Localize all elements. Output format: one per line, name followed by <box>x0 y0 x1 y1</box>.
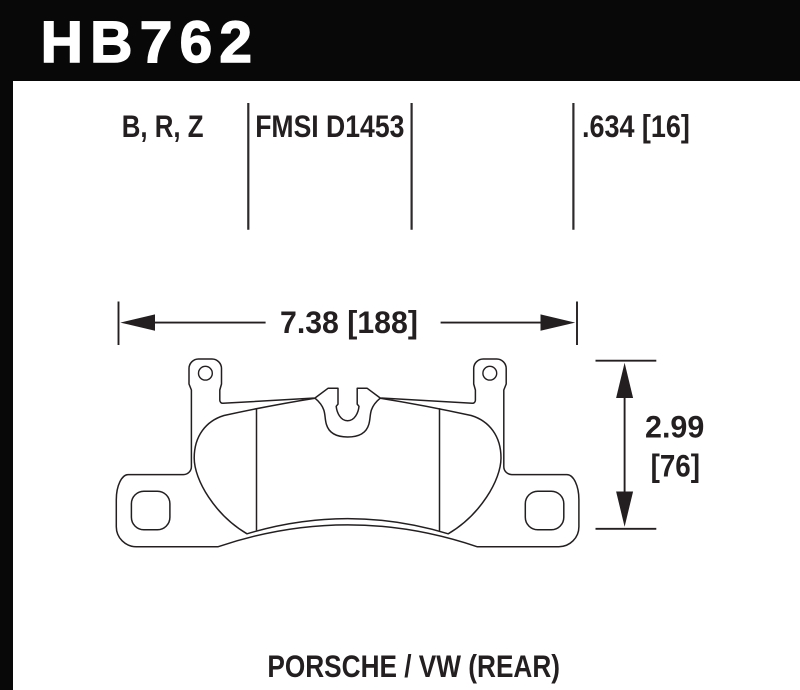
svg-text:HB762: HB762 <box>41 10 252 75</box>
svg-text:7.38 [188]: 7.38 [188] <box>280 304 418 340</box>
svg-text:PORSCHE / VW (REAR): PORSCHE / VW (REAR) <box>267 648 560 684</box>
svg-text:B, R, Z: B, R, Z <box>122 108 204 144</box>
svg-text:.634 [16]: .634 [16] <box>582 108 690 144</box>
svg-text:FMSI D1453: FMSI D1453 <box>255 108 404 144</box>
svg-text:2.99: 2.99 <box>645 409 704 445</box>
svg-text:[76]: [76] <box>651 448 700 484</box>
